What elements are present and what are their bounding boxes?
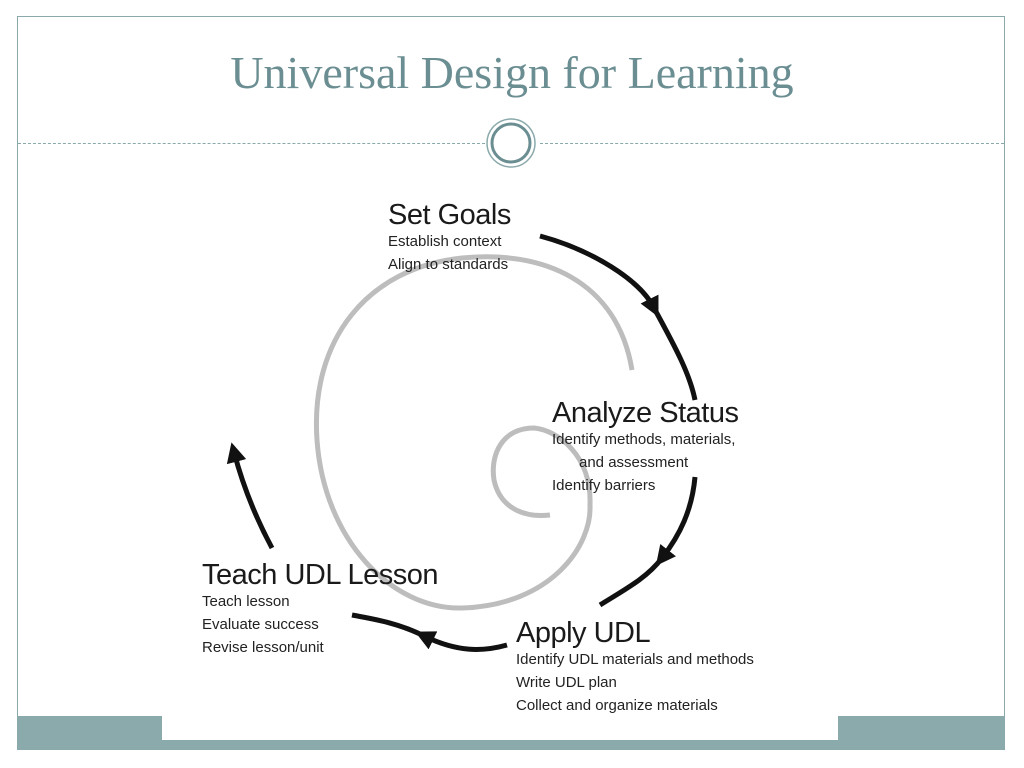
circle-ornament-icon bbox=[486, 118, 536, 168]
stage-detail: Collect and organize materials bbox=[516, 697, 718, 715]
stage-heading: Teach UDL Lesson bbox=[202, 559, 438, 591]
stage-detail: Align to standards bbox=[388, 256, 509, 274]
stage-detail: Identify methods, materials, bbox=[552, 431, 736, 449]
stage-detail: and assessment bbox=[579, 454, 689, 472]
arrow-apply-line bbox=[598, 556, 664, 608]
stage-detail: Revise lesson/unit bbox=[202, 639, 324, 657]
stage-set-goals: Set Goals Establish context Align to sta… bbox=[388, 200, 511, 276]
stage-heading: Set Goals bbox=[388, 199, 511, 231]
spiral-path bbox=[313, 254, 635, 611]
title-divider-left bbox=[18, 143, 485, 144]
arrow-apply-to-teach bbox=[415, 631, 508, 652]
stage-detail: Write UDL plan bbox=[516, 674, 617, 692]
stage-detail: Teach lesson bbox=[202, 593, 290, 611]
arrow-teach-line bbox=[351, 612, 426, 639]
stage-detail: Identify UDL materials and methods bbox=[516, 651, 754, 669]
cycle-graphic bbox=[226, 233, 698, 652]
stage-heading: Analyze Status bbox=[552, 397, 739, 429]
stage-detail: Evaluate success bbox=[202, 616, 319, 634]
stage-analyze-status: Analyze Status Identify methods, materia… bbox=[552, 397, 739, 497]
title-divider-right bbox=[540, 143, 1004, 144]
arrow-goals-to-analyze bbox=[539, 233, 659, 317]
arrow-analyze-line bbox=[651, 306, 698, 401]
arrow-analyze-to-apply bbox=[655, 476, 698, 566]
slide-title: Universal Design for Learning bbox=[230, 47, 794, 98]
stage-detail: Establish context bbox=[388, 233, 502, 251]
stage-heading: Apply UDL bbox=[516, 617, 651, 649]
stage-apply-udl: Apply UDL Identify UDL materials and met… bbox=[516, 618, 754, 717]
stage-detail: Identify barriers bbox=[552, 477, 656, 495]
udl-cycle-diagram: Set Goals Establish context Align to sta… bbox=[162, 190, 838, 740]
stage-teach-udl-lesson: Teach UDL Lesson Teach lesson Evaluate s… bbox=[202, 560, 438, 659]
arrow-teach-to-goals bbox=[226, 442, 275, 550]
